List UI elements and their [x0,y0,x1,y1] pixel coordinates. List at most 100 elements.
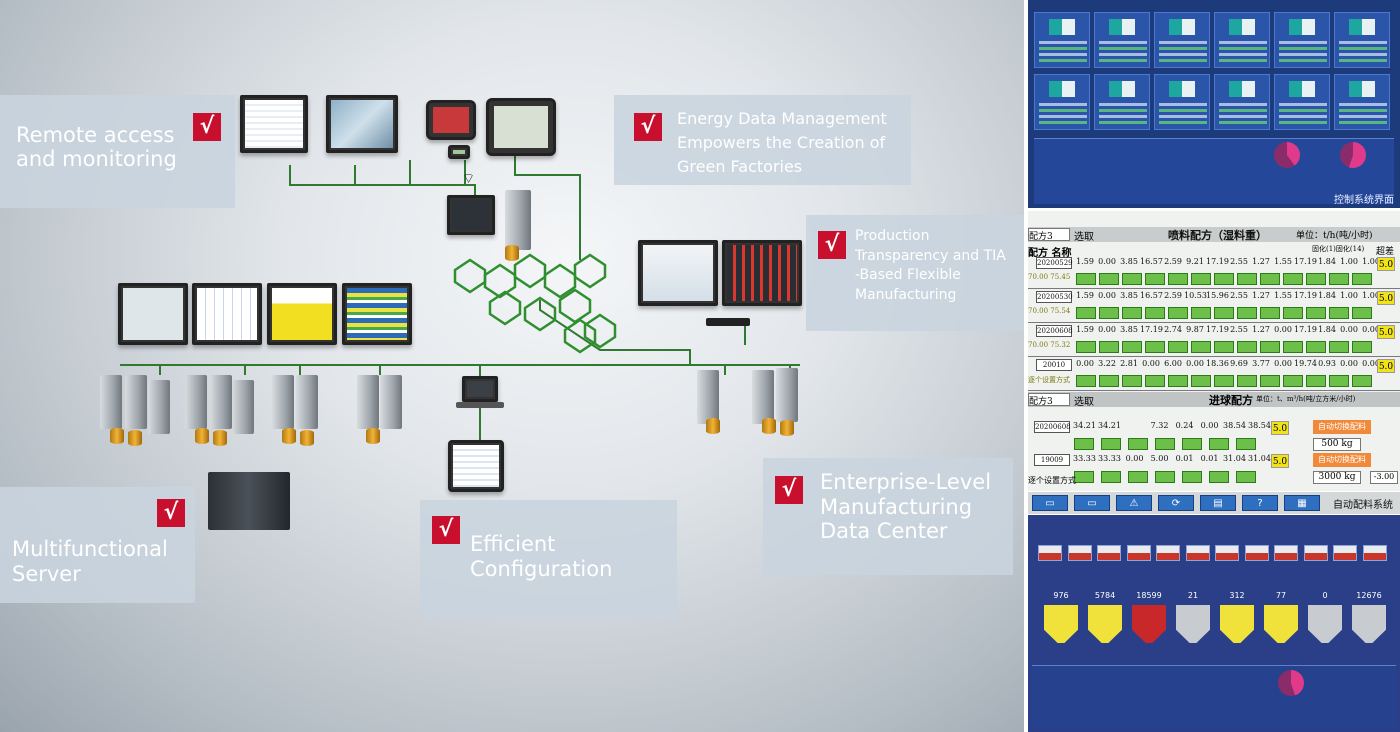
toolbar-button-icon[interactable]: ▭ [1032,495,1068,511]
enable-checkbox[interactable] [1122,307,1142,319]
enable-checkbox[interactable] [1145,375,1165,387]
enable-checkbox[interactable] [1329,273,1349,285]
enable-checkbox[interactable] [1209,471,1229,483]
enable-checkbox[interactable] [1099,273,1119,285]
enable-checkbox[interactable] [1155,438,1175,450]
recipe-pick-2[interactable]: 选取 [1074,397,1094,408]
enable-checkbox[interactable] [1214,307,1234,319]
enable-checkbox[interactable] [1352,341,1372,353]
monitor-dashboard [638,240,718,306]
enable-checkbox[interactable] [1099,307,1119,319]
enable-checkbox[interactable] [1168,273,1188,285]
enable-checkbox[interactable] [1237,273,1257,285]
offset-field[interactable]: -3.00 [1370,471,1398,484]
enable-checkbox[interactable] [1283,341,1303,353]
enable-checkbox[interactable] [1074,471,1094,483]
tolerance-value[interactable]: 5.0 [1271,454,1289,468]
enable-checkbox[interactable] [1191,375,1211,387]
enable-checkbox[interactable] [1306,375,1326,387]
tolerance-value[interactable]: 5.0 [1377,257,1395,271]
unit-line [1219,115,1267,118]
toolbar-button-icon[interactable]: ⚠ [1116,495,1152,511]
enable-checkbox[interactable] [1214,341,1234,353]
enable-checkbox[interactable] [1237,307,1257,319]
enable-checkbox[interactable] [1306,341,1326,353]
enable-checkbox[interactable] [1283,307,1303,319]
toolbar-button-icon[interactable]: ? [1242,495,1278,511]
enable-checkbox[interactable] [1352,307,1372,319]
enable-checkbox[interactable] [1168,341,1188,353]
feed-name[interactable]: 20200608 [1034,421,1071,433]
enable-checkbox[interactable] [1260,341,1280,353]
enable-checkbox[interactable] [1214,375,1234,387]
toolbar-button-icon[interactable]: ⟳ [1158,495,1194,511]
enable-checkbox[interactable] [1168,375,1188,387]
enable-checkbox[interactable] [1214,273,1234,285]
tolerance-value[interactable]: 5.0 [1377,291,1395,305]
recipe-name[interactable]: 20200608 [1036,325,1073,337]
enable-checkbox[interactable] [1076,307,1096,319]
enable-checkbox[interactable] [1145,273,1165,285]
enable-checkbox[interactable] [1168,307,1188,319]
enable-checkbox[interactable] [1191,307,1211,319]
panel-energy: √ Energy Data Management Empowers the Cr… [614,95,911,185]
hopper-indicator [1067,545,1092,561]
enable-checkbox[interactable] [1283,273,1303,285]
recipe-select-2[interactable]: 配方3 [1028,393,1070,407]
enable-checkbox[interactable] [1182,471,1202,483]
enable-checkbox[interactable] [1101,471,1121,483]
enable-checkbox[interactable] [1122,375,1142,387]
enable-checkbox[interactable] [1076,375,1096,387]
auto-switch-button[interactable]: 自动切换配料 [1313,420,1371,434]
enable-checkbox[interactable] [1099,341,1119,353]
enable-checkbox[interactable] [1074,438,1094,450]
recipe-name[interactable]: 20200530 [1036,291,1073,303]
enable-checkbox[interactable] [1122,341,1142,353]
tolerance-value[interactable]: 5.0 [1377,325,1395,339]
enable-checkbox[interactable] [1209,438,1229,450]
tolerance-value[interactable]: 5.0 [1271,421,1289,435]
enable-checkbox[interactable] [1182,438,1202,450]
unit-line [1159,109,1207,112]
enable-checkbox[interactable] [1076,273,1096,285]
quantity-field[interactable]: 3000 kg [1313,471,1361,484]
enable-checkbox[interactable] [1155,471,1175,483]
toolbar-button-icon[interactable]: ▤ [1200,495,1236,511]
enable-checkbox[interactable] [1076,341,1096,353]
enable-checkbox[interactable] [1236,438,1256,450]
enable-checkbox[interactable] [1191,341,1211,353]
enable-checkbox[interactable] [1329,375,1349,387]
recipe-name[interactable]: 20200529 [1036,257,1073,269]
enable-checkbox[interactable] [1237,375,1257,387]
enable-checkbox[interactable] [1352,273,1372,285]
enable-checkbox[interactable] [1236,471,1256,483]
tolerance-value[interactable]: 5.0 [1377,359,1395,373]
enable-checkbox[interactable] [1283,375,1303,387]
enable-checkbox[interactable] [1352,375,1372,387]
recipe-select-1[interactable]: 配方3 [1028,228,1070,242]
enable-checkbox[interactable] [1260,375,1280,387]
enable-checkbox[interactable] [1260,273,1280,285]
server-1a [100,375,122,429]
enable-checkbox[interactable] [1191,273,1211,285]
recipe-pick-1[interactable]: 选取 [1074,232,1094,243]
toolbar-button-icon[interactable]: ▦ [1284,495,1320,511]
quantity-field[interactable]: 500 kg [1313,438,1361,451]
feed-name[interactable]: 19009 [1034,454,1070,466]
toolbar-button-icon[interactable]: ▭ [1074,495,1110,511]
enable-checkbox[interactable] [1329,341,1349,353]
auto-switch-button[interactable]: 自动切换配料 [1313,453,1371,467]
enable-checkbox[interactable] [1101,438,1121,450]
enable-checkbox[interactable] [1128,471,1148,483]
enable-checkbox[interactable] [1237,341,1257,353]
recipe-name[interactable]: 20010 [1036,359,1072,371]
enable-checkbox[interactable] [1260,307,1280,319]
enable-checkbox[interactable] [1329,307,1349,319]
enable-checkbox[interactable] [1306,273,1326,285]
enable-checkbox[interactable] [1122,273,1142,285]
enable-checkbox[interactable] [1145,307,1165,319]
enable-checkbox[interactable] [1099,375,1119,387]
enable-checkbox[interactable] [1145,341,1165,353]
enable-checkbox[interactable] [1306,307,1326,319]
enable-checkbox[interactable] [1128,438,1148,450]
